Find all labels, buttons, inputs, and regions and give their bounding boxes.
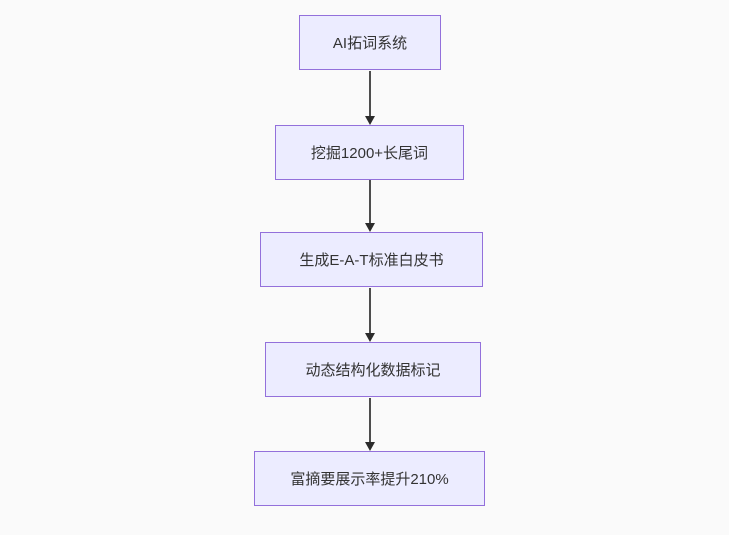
arrow-line <box>369 71 371 116</box>
arrow-down-icon <box>365 223 375 232</box>
flow-node-label: 动态结构化数据标记 <box>305 362 441 379</box>
flow-node-label: 挖掘1200+长尾词 <box>310 145 429 162</box>
arrow-down-icon <box>365 442 375 451</box>
flow-arrow-2 <box>364 180 376 232</box>
flow-arrow-1 <box>364 71 376 125</box>
arrow-line <box>369 398 371 442</box>
flow-node-rich-snippet-uplift: 富摘要展示率提升210% <box>254 451 485 506</box>
flow-arrow-3 <box>364 288 376 342</box>
arrow-down-icon <box>365 116 375 125</box>
flow-node-structured-data-markup: 动态结构化数据标记 <box>265 342 481 397</box>
arrow-line <box>369 288 371 333</box>
arrow-line <box>369 180 371 223</box>
flow-node-label: AI拓词系统 <box>332 35 408 52</box>
flow-arrow-4 <box>364 398 376 451</box>
flow-node-ai-keyword-system: AI拓词系统 <box>299 15 441 70</box>
flow-node-label: 生成E-A-T标准白皮书 <box>299 252 444 269</box>
arrow-down-icon <box>365 333 375 342</box>
flow-node-eat-whitepaper: 生成E-A-T标准白皮书 <box>260 232 483 287</box>
flow-node-longtail-mining: 挖掘1200+长尾词 <box>275 125 464 180</box>
flow-node-label: 富摘要展示率提升210% <box>290 471 449 488</box>
